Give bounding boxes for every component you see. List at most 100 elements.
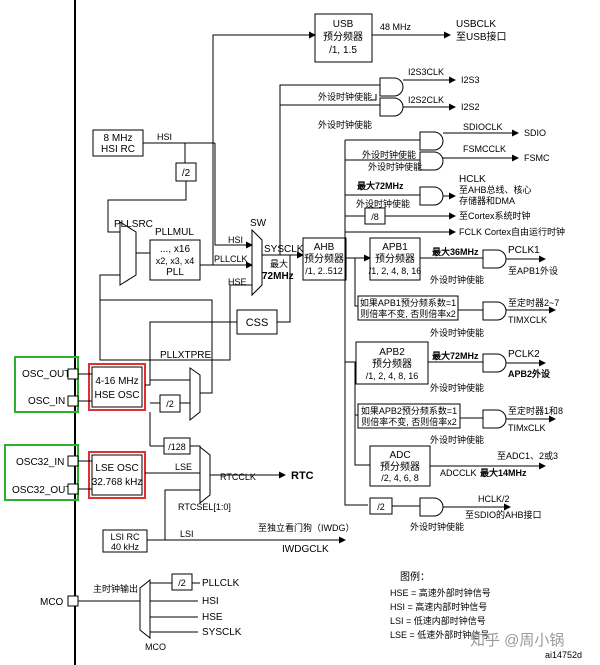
css-wire	[277, 255, 291, 323]
osc-in-pin	[67, 395, 79, 407]
hse-to-pllsrc-wire	[99, 274, 150, 361]
apb2-div-label: /1, 2, 4, 8, 16	[366, 371, 419, 381]
legend-hsi: HSI = 高速内部时钟信号	[390, 601, 487, 612]
usb-div-label: /1, 1.5	[329, 45, 357, 56]
apb1-prescaler-label: 预分频器	[375, 252, 415, 265]
sw-mux	[251, 228, 263, 297]
legend-title: 图例：	[400, 570, 430, 583]
rtcclk-label: RTCCLK	[220, 472, 256, 482]
tim1-enable-label: 外设时钟使能	[430, 434, 484, 445]
rtcsel-label: RTCSEL[1:0]	[178, 502, 231, 512]
tim1clk-label: TIMxCLK	[508, 423, 546, 433]
sw-label: SW	[250, 218, 267, 229]
sdio-ahb-label: 至SDIO的AHB接口	[465, 509, 542, 520]
apb1-prescaler-box	[369, 237, 421, 281]
tim1-dest-label: 至定时器1和8	[508, 405, 563, 416]
hclk-bus-wire	[344, 140, 368, 506]
timxclk-gate	[482, 301, 507, 321]
osc-out-label: OSC_OUT	[22, 369, 70, 380]
hclk-div2-gate	[419, 497, 444, 517]
hclk-div2-out-label: HCLK/2	[478, 494, 510, 504]
lsi-rc-name: LSI RC	[110, 532, 140, 542]
lse-osc-red-box	[88, 451, 146, 499]
pllxtpre-out-wire	[100, 299, 213, 394]
fclk-label: FCLK Cortex自由运行时钟	[459, 226, 565, 237]
sysclk-72mhz: 72MHz	[262, 271, 294, 282]
apb1-periph-label: 至APB1外设	[508, 265, 558, 276]
lsi-wire-label: LSI	[180, 529, 194, 539]
ahb-prescaler-label: 预分频器	[304, 252, 344, 265]
hse-div128-label: /128	[168, 442, 186, 452]
hse-osc-box	[91, 366, 143, 408]
iwdgclk-label: IWDGCLK	[282, 544, 329, 555]
hclk-label: HCLK	[459, 174, 486, 185]
apb2-prescaler-label: 预分频器	[372, 357, 412, 370]
osc32-in-label: OSC32_IN	[16, 457, 64, 468]
lse-osc-name: LSE OSC	[95, 463, 138, 474]
figure-id: ai14752d	[545, 650, 582, 660]
i2s3-enable-wire	[370, 94, 377, 101]
sdioclk-gate	[419, 131, 444, 151]
usb-prescaler-label: 预分频器	[323, 30, 363, 43]
usb-label: USB	[333, 19, 354, 30]
mco-output-label: 主时钟输出	[93, 583, 138, 594]
apb1-timer-mult-box	[357, 295, 459, 321]
pclk1-label: PCLK1	[508, 245, 540, 256]
pclk2-label: PCLK2	[508, 349, 540, 360]
hsi-to-sw-wire	[214, 143, 253, 249]
apb2-prescaler-box	[355, 341, 429, 385]
hse-osc-name: HSE OSC	[94, 390, 139, 401]
lsi-rc-box	[102, 529, 148, 553]
hclk-max-label: 最大72MHz	[357, 180, 404, 191]
mco-pin	[67, 595, 79, 607]
ahb-div-label: /1, 2..512	[305, 266, 343, 276]
i2s3clk-label: I2S3CLK	[408, 67, 444, 77]
i2s2-label: I2S2	[461, 102, 480, 112]
tim1clk-gate	[482, 409, 507, 429]
apb1-label: APB1	[382, 242, 408, 253]
fsmcclk-gate	[419, 151, 444, 171]
osc-in-label: OSC_IN	[28, 396, 65, 407]
sdioclk-label: SDIOCLK	[463, 122, 503, 132]
pllclk-wire-label: PLLCLK	[214, 254, 248, 264]
pllmul-box	[149, 239, 201, 281]
mco-div2-box	[171, 573, 193, 591]
hse-div128-out	[190, 445, 201, 455]
lse-osc-freq: 32.768 kHz	[92, 477, 143, 488]
css-box	[236, 309, 278, 335]
i2s2clk-label: I2S2CLK	[408, 95, 444, 105]
osc32-in-pin	[67, 455, 79, 467]
sysclk-label: SYSCLK	[264, 244, 304, 255]
ahb-prescaler-box	[302, 237, 347, 281]
apb1-timer-mult-line1: 如果APB1预分频系数=1	[360, 297, 456, 308]
pllmul-x2: x2, x3, x4	[156, 256, 195, 266]
mco-mux	[139, 578, 151, 640]
i2s3clk-gate	[379, 77, 404, 97]
pllsrc-mux	[119, 221, 137, 286]
cortex-div8-label: /8	[371, 212, 379, 222]
adc-label: ADC	[389, 450, 410, 461]
i2s2-enable-label: 外设时钟使能	[318, 119, 372, 130]
pclk2-gate	[482, 353, 507, 373]
hse-out-wire	[145, 360, 151, 386]
apb2-timer-mult-line1: 如果APB2预分频系数=1	[361, 405, 457, 416]
hclk-enable-label: 外设时钟使能	[356, 198, 410, 209]
apb2-label: APB2	[379, 347, 405, 358]
hse-to-sw-wire	[150, 284, 252, 361]
apb2-periph-label: APB2外设	[508, 368, 551, 379]
hsi-sw-label: HSI	[228, 235, 243, 245]
apb2-timer-mult-box	[357, 403, 461, 429]
pllsrc-label: PLLSRC	[114, 219, 153, 230]
legend-lsi: LSI = 低速内部时钟信号	[390, 615, 486, 626]
sysclk-max-label: 最大	[270, 258, 288, 269]
osc32-out-pin	[67, 483, 79, 495]
pllmul-label: PLLMUL	[155, 227, 194, 238]
apb1-timer-mult-line2: 则倍率不变, 否则倍率x2	[360, 308, 456, 319]
sdio-enable-label: 外设时钟使能	[362, 149, 416, 160]
usb-input-wire	[212, 31, 316, 265]
hclk-div2-enable-label: 外设时钟使能	[410, 521, 464, 532]
osc-out-pin	[67, 368, 79, 380]
hclk-gate	[419, 186, 444, 206]
apb2-timer-mult-line2: 则倍率不变, 否则倍率x2	[361, 416, 457, 427]
